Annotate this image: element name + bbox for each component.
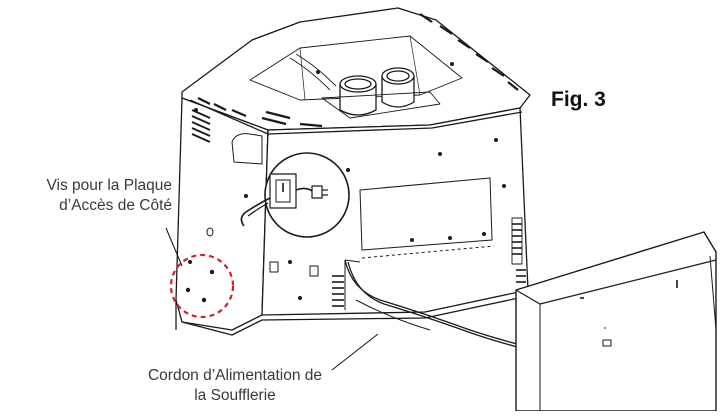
- blower-cord-line2: la Soufflerie: [194, 387, 276, 404]
- side-access-screws-line1: Vis pour la Plaque: [46, 177, 172, 194]
- side-vents: [191, 109, 211, 143]
- figure-title: Fig. 3: [551, 88, 606, 111]
- magnifier-circle: [240, 152, 350, 238]
- top-vents: [197, 13, 519, 128]
- leader-line-cord: [331, 333, 379, 371]
- right-vents: [516, 269, 526, 283]
- front-panel: [332, 177, 523, 310]
- side-access-screws-label: Vis pour la Plaque d’Accès de Côté: [8, 176, 172, 216]
- side-access-screws-line2: d’Accès de Côté: [59, 197, 172, 214]
- blower-cord-label: Cordon d’Alimentation de la Soufflerie: [113, 366, 357, 406]
- blower-cord: [344, 259, 545, 355]
- leader-line-screws: [165, 227, 183, 267]
- stove-body: [175, 7, 531, 336]
- blower-cord-line1: Cordon d’Alimentation de: [147, 367, 323, 384]
- exhaust-pipes: [289, 53, 441, 119]
- blower-unit: [515, 231, 717, 412]
- access-panel: [206, 133, 319, 277]
- highlight-circle: [169, 253, 235, 319]
